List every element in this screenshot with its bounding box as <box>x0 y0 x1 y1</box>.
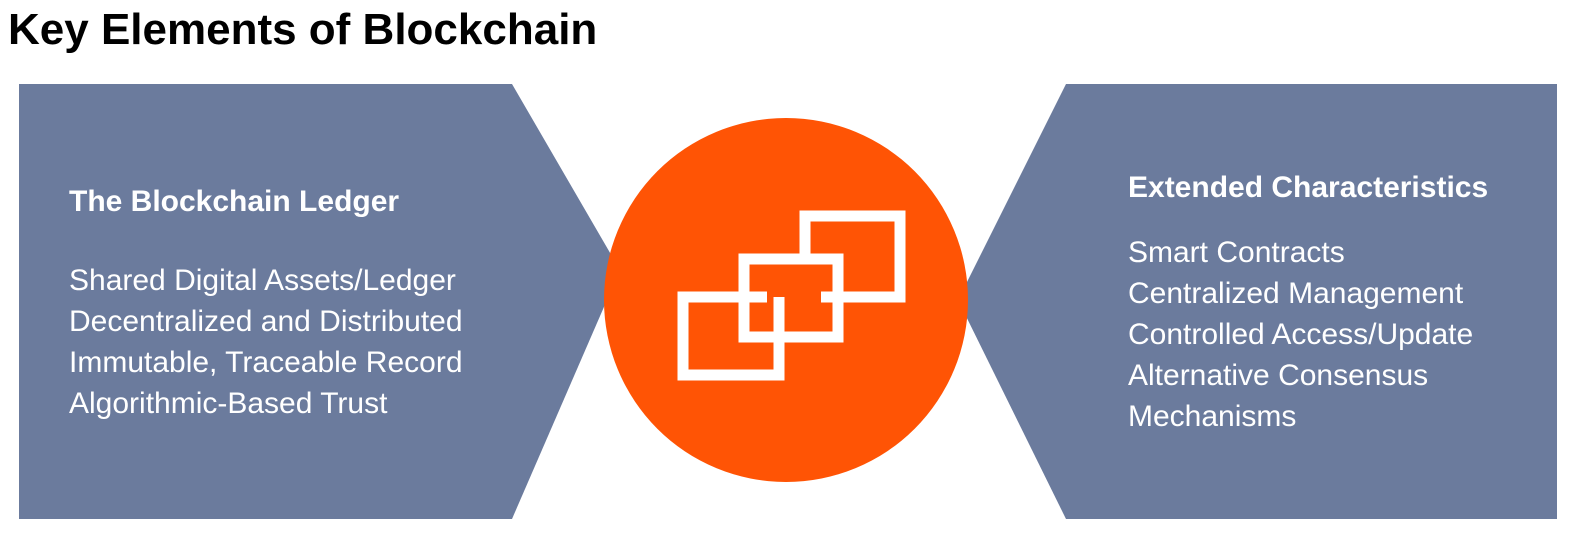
list-item: Smart Contracts <box>1128 236 1345 269</box>
list-item: Algorithmic-Based Trust <box>69 387 388 420</box>
center-circle <box>604 118 968 482</box>
list-item: Shared Digital Assets/Ledger <box>69 264 456 297</box>
chain-links-icon <box>677 210 906 381</box>
list-item: Mechanisms <box>1128 400 1297 433</box>
right-panel: Extended Characteristics Smart Contracts… <box>1128 170 1488 437</box>
chain-link-front <box>799 210 906 303</box>
right-panel-shape <box>958 84 1557 519</box>
left-panel-list: Shared Digital Assets/Ledger Decentraliz… <box>69 260 463 424</box>
list-item: Centralized Management <box>1128 277 1464 310</box>
right-panel-list: Smart Contracts Centralized Management C… <box>1128 232 1488 437</box>
left-panel: The Blockchain Ledger Shared Digital Ass… <box>69 184 463 424</box>
list-item: Alternative Consensus <box>1128 359 1429 392</box>
chain-link-back <box>677 291 785 381</box>
left-panel-heading: The Blockchain Ledger <box>69 185 400 218</box>
list-item: Immutable, Traceable Record <box>69 346 463 379</box>
right-panel-heading: Extended Characteristics <box>1128 171 1489 204</box>
list-item: Decentralized and Distributed <box>69 305 463 338</box>
left-panel-shape <box>19 84 620 519</box>
list-item: Controlled Access/Update <box>1128 318 1474 351</box>
page-title: Key Elements of Blockchain <box>8 5 598 54</box>
